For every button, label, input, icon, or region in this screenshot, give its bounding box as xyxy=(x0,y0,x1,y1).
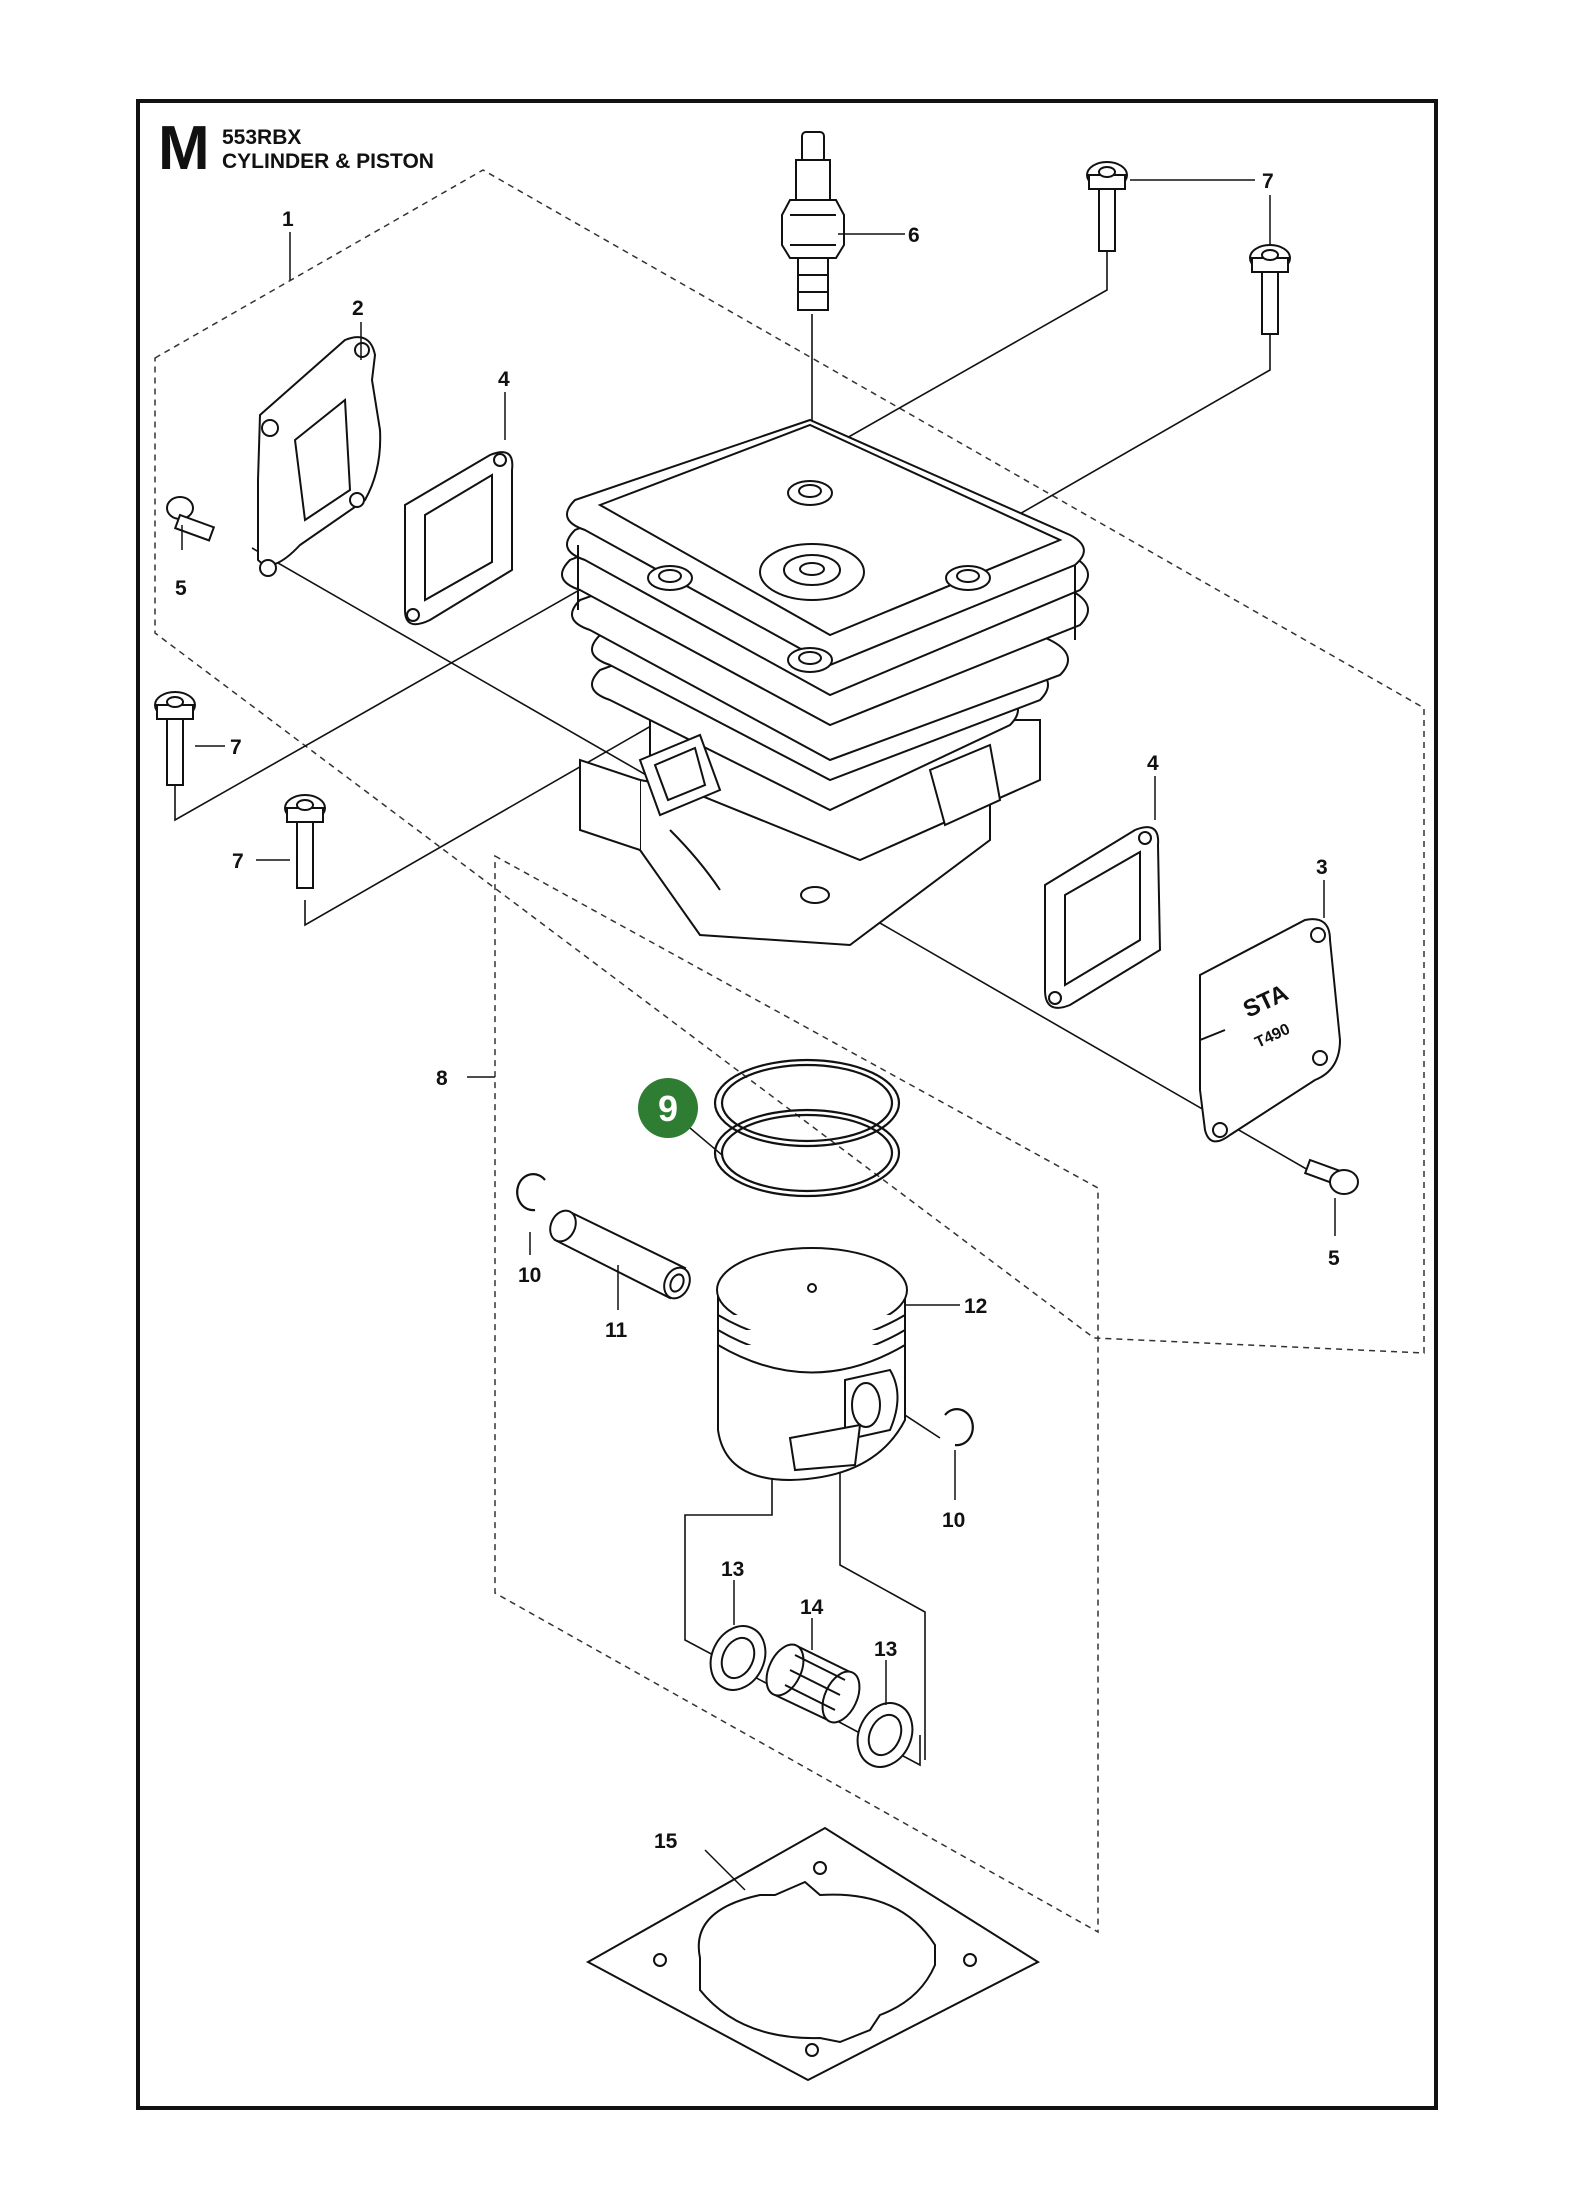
cylinder xyxy=(561,418,1089,947)
model-name: 553RBX xyxy=(222,126,302,149)
callout-12: 12 xyxy=(964,1295,987,1318)
page-title: CYLINDER & PISTON xyxy=(222,150,434,173)
screw-small-left xyxy=(166,496,216,542)
gasket-lower xyxy=(1044,826,1162,1009)
callout-5-left: 5 xyxy=(175,577,187,600)
callout-5-right: 5 xyxy=(1328,1247,1340,1270)
intake-flange xyxy=(257,336,382,577)
screw-top-2 xyxy=(1249,244,1291,335)
callout-13-right: 13 xyxy=(874,1638,897,1661)
piston xyxy=(716,1247,908,1482)
callout-10-left: 10 xyxy=(518,1264,541,1287)
piston-kit-boundary xyxy=(494,854,1099,1934)
callout-3: 3 xyxy=(1316,856,1328,879)
callouts: 1 2 4 5 6 7 7 7 4 3 5 8 10 11 12 10 13 1… xyxy=(175,170,1340,1853)
gasket-upper xyxy=(404,451,514,626)
callout-7-left-upper: 7 xyxy=(230,736,242,759)
circlip-right xyxy=(944,1408,974,1447)
screw-top-1 xyxy=(1086,161,1128,252)
exhaust-flange xyxy=(1199,918,1342,1143)
callout-15: 15 xyxy=(654,1830,678,1853)
diagram-frame xyxy=(136,99,1438,2110)
circlip-left xyxy=(516,1173,546,1212)
callout-9-label: 9 xyxy=(658,1088,678,1129)
washer-right xyxy=(856,1702,914,1768)
callout-14: 14 xyxy=(800,1596,824,1619)
section-letter: M xyxy=(158,114,210,183)
needle-bearing xyxy=(765,1643,861,1724)
callout-13-left: 13 xyxy=(721,1558,744,1581)
cylinder-assembly-boundary xyxy=(154,169,1425,1354)
callout-1: 1 xyxy=(282,208,294,231)
screw-left-1 xyxy=(154,691,196,786)
washer-left xyxy=(709,1625,767,1691)
callout-11: 11 xyxy=(605,1319,628,1342)
callout-6: 6 xyxy=(908,224,920,247)
highlighted-callout-9: 9 xyxy=(638,1078,698,1138)
callout-8: 8 xyxy=(436,1067,448,1090)
base-gasket xyxy=(585,1826,1041,2082)
piston-rings xyxy=(713,1058,901,1198)
piston-pin xyxy=(549,1209,691,1300)
spark-plug xyxy=(781,131,845,311)
screw-left-2 xyxy=(284,794,326,889)
callout-7-top: 7 xyxy=(1262,170,1274,193)
callout-2: 2 xyxy=(352,297,364,320)
screw-small-right xyxy=(1303,1158,1359,1195)
callout-7-left-lower: 7 xyxy=(232,850,244,873)
callout-10-right: 10 xyxy=(942,1509,965,1532)
callout-4-upper: 4 xyxy=(498,368,510,391)
callout-4-lower: 4 xyxy=(1147,752,1159,775)
leader-lines xyxy=(181,179,1336,1891)
